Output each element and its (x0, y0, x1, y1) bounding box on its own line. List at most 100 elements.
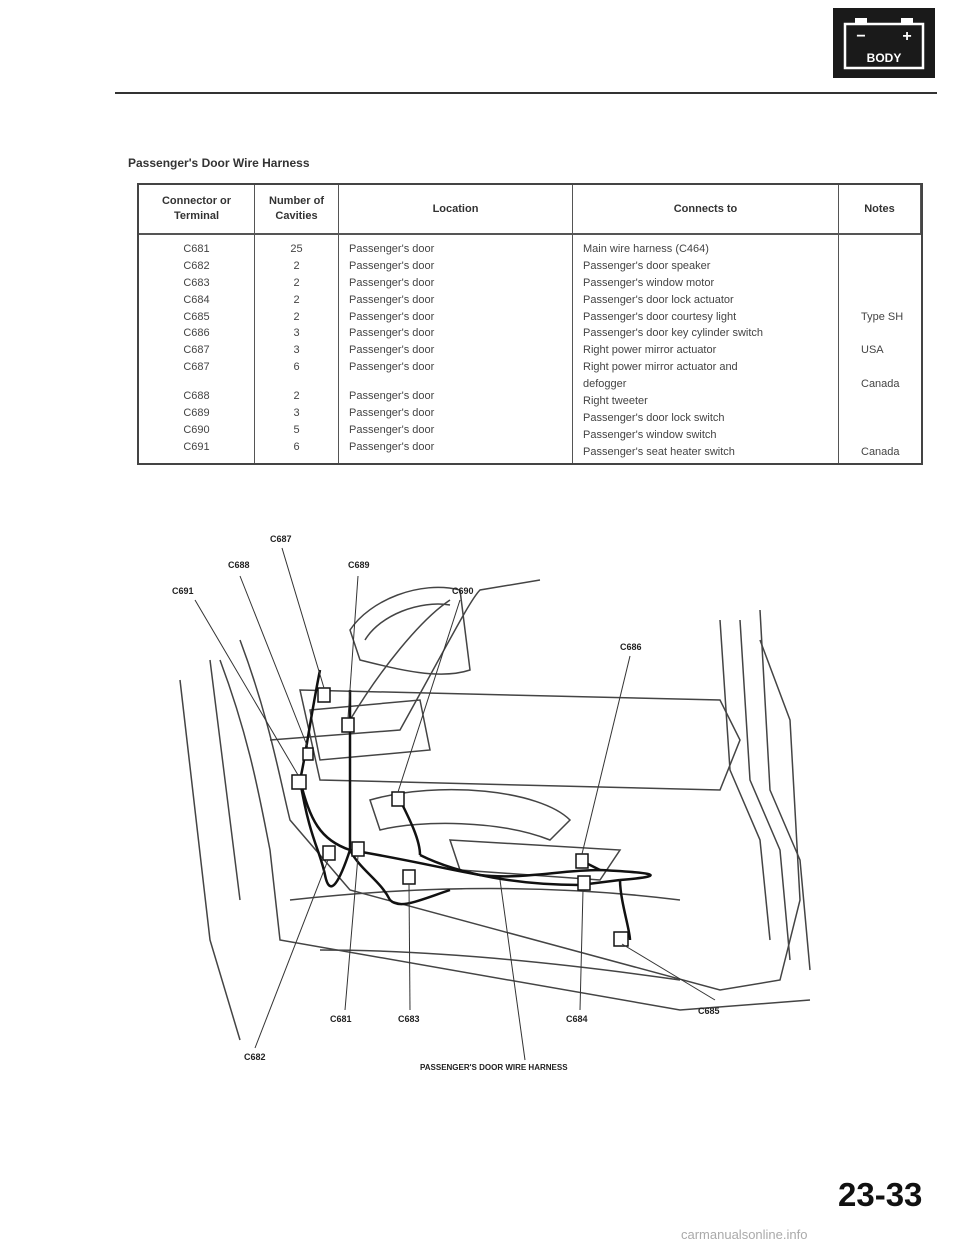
diagram-caption: PASSENGER'S DOOR WIRE HARNESS (420, 1063, 568, 1072)
battery-minus: − (856, 28, 865, 45)
connects-to-cell: Passenger's window switch (583, 428, 717, 441)
location-cell: Passenger's door (349, 344, 435, 357)
connector-c691-top (291, 774, 307, 790)
battery-label: BODY (867, 51, 902, 65)
connector-c684 (577, 875, 591, 891)
header-connector: Connector or Terminal (139, 185, 255, 235)
harness-table: Connector or Terminal Number of Cavities… (137, 183, 923, 465)
connector-cell: C689 (183, 407, 210, 420)
cavities-cell: 25 (290, 243, 303, 255)
connector-cell: C687 (183, 344, 210, 357)
cavities-column: 25 2 2 2 2 3 3 6 2 3 5 6 (255, 235, 339, 463)
cavities-cell: 2 (293, 310, 300, 323)
location-cell: Passenger's door (349, 390, 435, 403)
location-column: Passenger's door Passenger's door Passen… (339, 235, 573, 463)
label-c682: C682 (244, 1052, 266, 1062)
location-cell: Passenger's door (349, 440, 435, 453)
notes-column: Type SH USA Canada Canada (839, 235, 921, 463)
connector-cell: C686 (183, 327, 210, 340)
location-cell: Passenger's door (349, 327, 435, 340)
connects-to-cell: Passenger's door courtesy light (583, 310, 737, 323)
connector-cell: C683 (183, 276, 210, 289)
connectors (291, 687, 629, 947)
connects-to-cell: defogger (583, 378, 627, 391)
connector-c682 (322, 845, 336, 861)
header-cavities: Number of Cavities (255, 185, 339, 235)
watermark: carmanualsonline.info (681, 1227, 808, 1242)
connector-column: C681 C682 C683 C684 C685 C686 C687 C687 … (139, 235, 255, 463)
door-outline (179, 579, 811, 1041)
section-title: Passenger's Door Wire Harness (128, 156, 310, 170)
cavities-cell: 6 (293, 361, 300, 374)
location-cell: Passenger's door (349, 243, 435, 255)
label-c690: C690 (452, 586, 474, 596)
connects-to-cell: Passenger's seat heater switch (583, 445, 735, 458)
cavities-cell: 2 (293, 293, 300, 306)
cavities-cell: 6 (293, 440, 300, 453)
connector-c688 (302, 747, 314, 761)
connector-cell: C688 (183, 390, 210, 403)
connector-c681 (351, 841, 365, 857)
location-cell: Passenger's door (349, 310, 435, 323)
connector-cell: C684 (183, 293, 210, 306)
cavities-cell: 2 (293, 390, 300, 403)
location-cell: Passenger's door (349, 361, 435, 374)
label-c687: C687 (270, 534, 292, 544)
connects-to-cell: Right power mirror actuator (583, 344, 717, 357)
cavities-cell: 2 (293, 276, 300, 289)
location-cell: Passenger's door (349, 259, 435, 272)
page-number: 23-33 (838, 1176, 923, 1213)
label-c685: C685 (698, 1006, 720, 1016)
cavities-cell: 3 (293, 327, 300, 340)
label-c689: C689 (348, 560, 370, 570)
location-cell: Passenger's door (349, 423, 435, 436)
cavities-cell: 5 (293, 423, 300, 436)
label-c686: C686 (620, 642, 642, 652)
connects-to-cell: Passenger's door key cylinder switch (583, 327, 764, 340)
battery-plus: + (902, 28, 911, 45)
note-canada: Canada (861, 445, 900, 458)
label-c691-top: C691 (172, 586, 194, 596)
note-type-sh: Type SH (861, 310, 904, 323)
connects-to-cell: Passenger's door lock switch (583, 411, 725, 424)
connects-to-cell: Right power mirror actuator and (583, 361, 738, 374)
cavities-cell: 2 (293, 259, 300, 272)
label-c683: C683 (398, 1014, 420, 1024)
connector-cell: C685 (183, 310, 210, 323)
header-location: Location (339, 185, 573, 235)
connector-cell: C687 (183, 361, 210, 374)
connector-c689 (341, 717, 355, 733)
connector-c686 (575, 853, 589, 869)
connects-to-cell: Right tweeter (583, 395, 648, 408)
connector-cell: C691 (183, 440, 210, 453)
location-cell: Passenger's door (349, 293, 435, 306)
cavities-cell: 3 (293, 344, 300, 357)
cavities-cell: 3 (293, 407, 300, 420)
note-canada: Canada (861, 378, 900, 391)
connector-cell: C690 (183, 423, 210, 436)
connector-cell: C681 (183, 243, 210, 255)
label-c684: C684 (566, 1014, 588, 1024)
connects-to-cell: Passenger's window motor (583, 276, 715, 289)
location-cell: Passenger's door (349, 276, 435, 289)
connects-to-column: Main wire harness (C464) Passenger's doo… (573, 235, 839, 463)
battery-body-icon: − + BODY (833, 8, 935, 78)
connector-c683 (402, 869, 416, 885)
label-c688: C688 (228, 560, 250, 570)
connects-to-cell: Passenger's door speaker (583, 259, 711, 272)
header-rule (115, 92, 937, 94)
wire-harness (298, 669, 652, 941)
connector-cell: C682 (183, 259, 210, 272)
location-cell: Passenger's door (349, 407, 435, 420)
header-connects-to: Connects to (573, 185, 839, 235)
connector-c687 (317, 687, 331, 703)
door-harness-diagram: C687 C688 C689 C691 C690 C686 C681 C683 … (172, 534, 811, 1072)
label-c681: C681 (330, 1014, 352, 1024)
connects-to-cell: Passenger's door lock actuator (583, 293, 734, 306)
connector-c685 (613, 931, 629, 947)
connector-c690 (391, 791, 405, 807)
connects-to-cell: Main wire harness (C464) (583, 243, 709, 255)
leader-lines (194, 547, 716, 1061)
header-notes: Notes (839, 185, 921, 235)
note-usa: USA (861, 344, 884, 357)
